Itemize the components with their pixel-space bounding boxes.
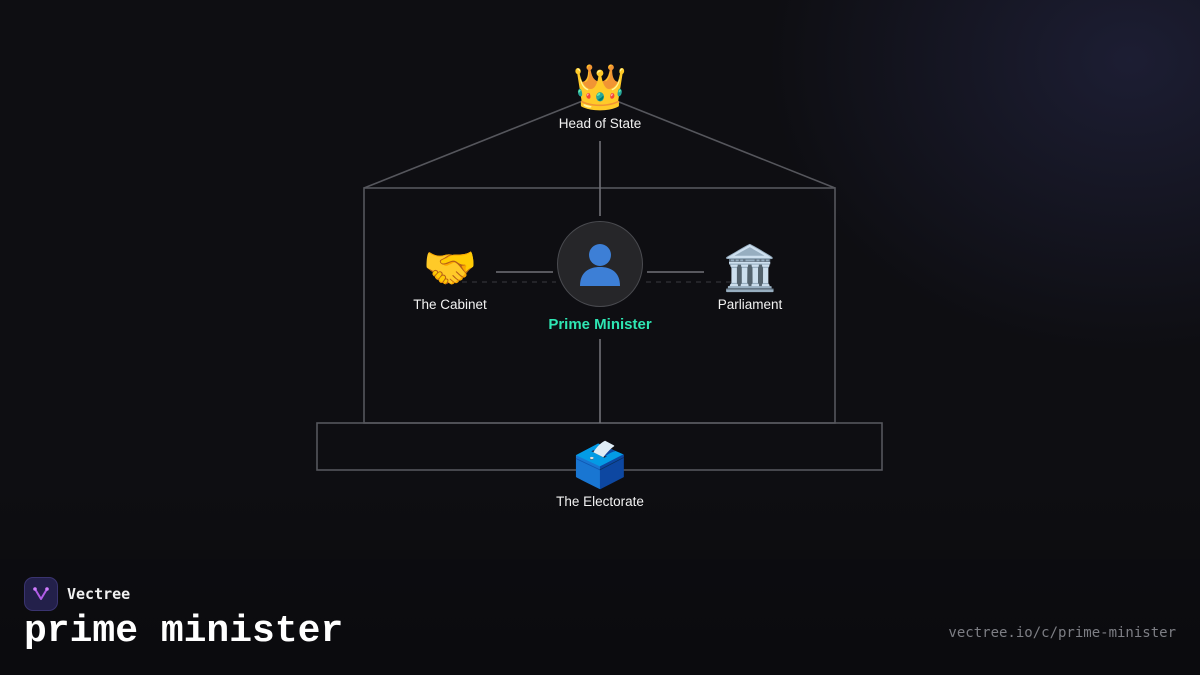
node-cabinet: 🤝 The Cabinet: [413, 243, 487, 312]
crown-icon: 👑: [572, 62, 628, 113]
roof-outline-right: [613, 99, 836, 189]
prime-minister-avatar: [557, 221, 643, 307]
prime-minister-label: Prime Minister: [548, 316, 652, 333]
handshake-icon: 🤝: [422, 243, 478, 294]
node-head-of-state: 👑 Head of State: [559, 62, 642, 131]
brand: Vectree: [24, 577, 130, 611]
node-electorate: 🗳️ The Electorate: [556, 440, 644, 509]
head-of-state-label: Head of State: [558, 116, 642, 131]
page-title: prime minister: [24, 610, 344, 653]
electorate-label: The Electorate: [556, 494, 644, 509]
person-icon: [580, 244, 620, 286]
node-parliament: 🏛️ Parliament: [718, 243, 783, 312]
vectree-logo-icon: [24, 577, 58, 611]
cabinet-label: The Cabinet: [413, 297, 487, 312]
source-url: vectree.io/c/prime-minister: [948, 625, 1176, 641]
classical-building-icon: 🏛️: [722, 243, 778, 294]
brand-name: Vectree: [67, 585, 131, 603]
parliament-label: Parliament: [717, 297, 783, 312]
ballot-box-icon: 🗳️: [572, 440, 628, 491]
roof-outline: [363, 99, 586, 189]
